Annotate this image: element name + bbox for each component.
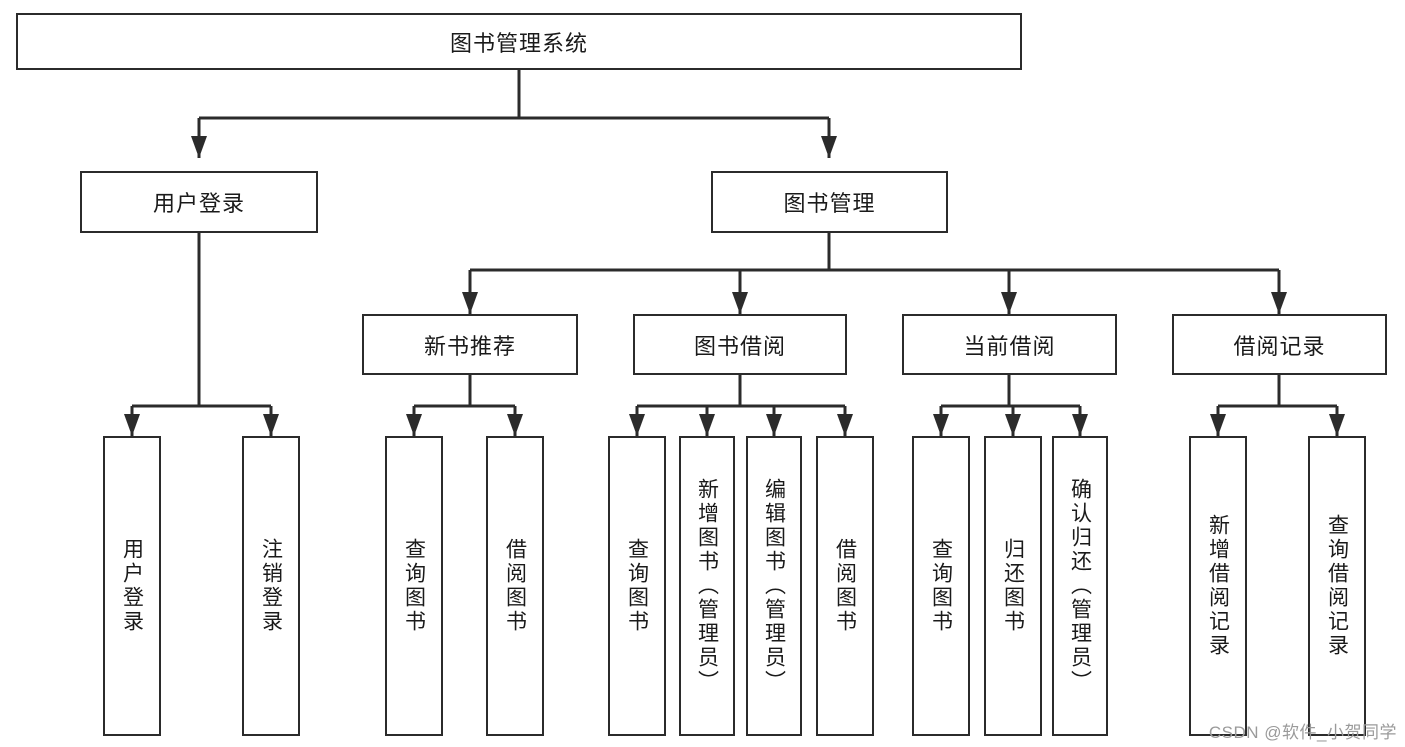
node-label: 图书管理系统 — [449, 30, 588, 56]
node-cb-confirm-return[interactable]: 确认归还（管理员） — [1052, 436, 1108, 736]
node-book-borrow[interactable]: 图书借阅 — [633, 314, 847, 375]
arrowhead-icon — [462, 292, 478, 314]
node-label: 新增图书（管理员） — [695, 478, 719, 694]
node-label: 新书推荐 — [423, 333, 516, 359]
arrowhead-icon — [507, 414, 523, 436]
node-label: 用户登录 — [152, 191, 245, 216]
node-label: 注销登录 — [259, 538, 283, 634]
arrowhead-icon — [1005, 414, 1021, 436]
node-label: 新增借阅记录 — [1206, 514, 1230, 658]
node-nb-borrow-book[interactable]: 借阅图书 — [486, 436, 544, 736]
node-label: 当前借阅 — [963, 333, 1056, 359]
node-borrow-record[interactable]: 借阅记录 — [1172, 314, 1387, 375]
arrowhead-icon — [124, 414, 140, 436]
arrowhead-icon — [1210, 414, 1226, 436]
arrowhead-icon — [732, 292, 748, 314]
node-user-login-do[interactable]: 用户登录 — [103, 436, 161, 736]
arrowhead-icon — [629, 414, 645, 436]
node-label: 查询图书 — [929, 538, 953, 634]
node-label: 图书借阅 — [693, 333, 786, 359]
node-bb-borrow-book[interactable]: 借阅图书 — [816, 436, 874, 736]
arrowhead-icon — [699, 414, 715, 436]
node-bb-edit-book[interactable]: 编辑图书（管理员） — [746, 436, 802, 736]
node-user-logout[interactable]: 注销登录 — [242, 436, 300, 736]
node-br-query-record[interactable]: 查询借阅记录 — [1308, 436, 1366, 736]
node-cb-query-book[interactable]: 查询图书 — [912, 436, 970, 736]
node-label: 查询图书 — [625, 538, 649, 634]
node-book-management[interactable]: 图书管理 — [711, 171, 948, 233]
node-label: 借阅图书 — [503, 538, 527, 634]
node-label: 用户登录 — [120, 538, 144, 634]
arrowhead-icon — [263, 414, 279, 436]
node-bb-query-book[interactable]: 查询图书 — [608, 436, 666, 736]
node-cb-return-book[interactable]: 归还图书 — [984, 436, 1042, 736]
arrowhead-icon — [1329, 414, 1345, 436]
arrowhead-icon — [837, 414, 853, 436]
node-user-login[interactable]: 用户登录 — [80, 171, 318, 233]
node-current-borrow[interactable]: 当前借阅 — [902, 314, 1117, 375]
watermark-label: CSDN @软件_小贺同学 — [1208, 723, 1397, 742]
arrowhead-icon — [191, 136, 207, 158]
node-label: 图书管理 — [783, 191, 876, 216]
node-label: 归还图书 — [1001, 538, 1025, 634]
node-br-add-record[interactable]: 新增借阅记录 — [1189, 436, 1247, 736]
node-label: 编辑图书（管理员） — [762, 478, 786, 694]
arrowhead-icon — [821, 136, 837, 158]
arrowhead-icon — [766, 414, 782, 436]
node-label: 确认归还（管理员） — [1068, 478, 1092, 694]
arrowhead-icon — [1271, 292, 1287, 314]
arrowhead-icon — [1001, 292, 1017, 314]
node-label: 借阅记录 — [1233, 333, 1326, 359]
node-label: 查询借阅记录 — [1325, 514, 1349, 658]
arrowhead-icon — [406, 414, 422, 436]
node-root[interactable]: 图书管理系统 — [16, 13, 1022, 70]
node-new-book-recommend[interactable]: 新书推荐 — [362, 314, 578, 375]
node-label: 借阅图书 — [833, 538, 857, 634]
node-bb-add-book[interactable]: 新增图书（管理员） — [679, 436, 735, 736]
arrowhead-icon — [1072, 414, 1088, 436]
arrowhead-icon — [933, 414, 949, 436]
node-label: 查询图书 — [402, 538, 426, 634]
node-nb-query-book[interactable]: 查询图书 — [385, 436, 443, 736]
